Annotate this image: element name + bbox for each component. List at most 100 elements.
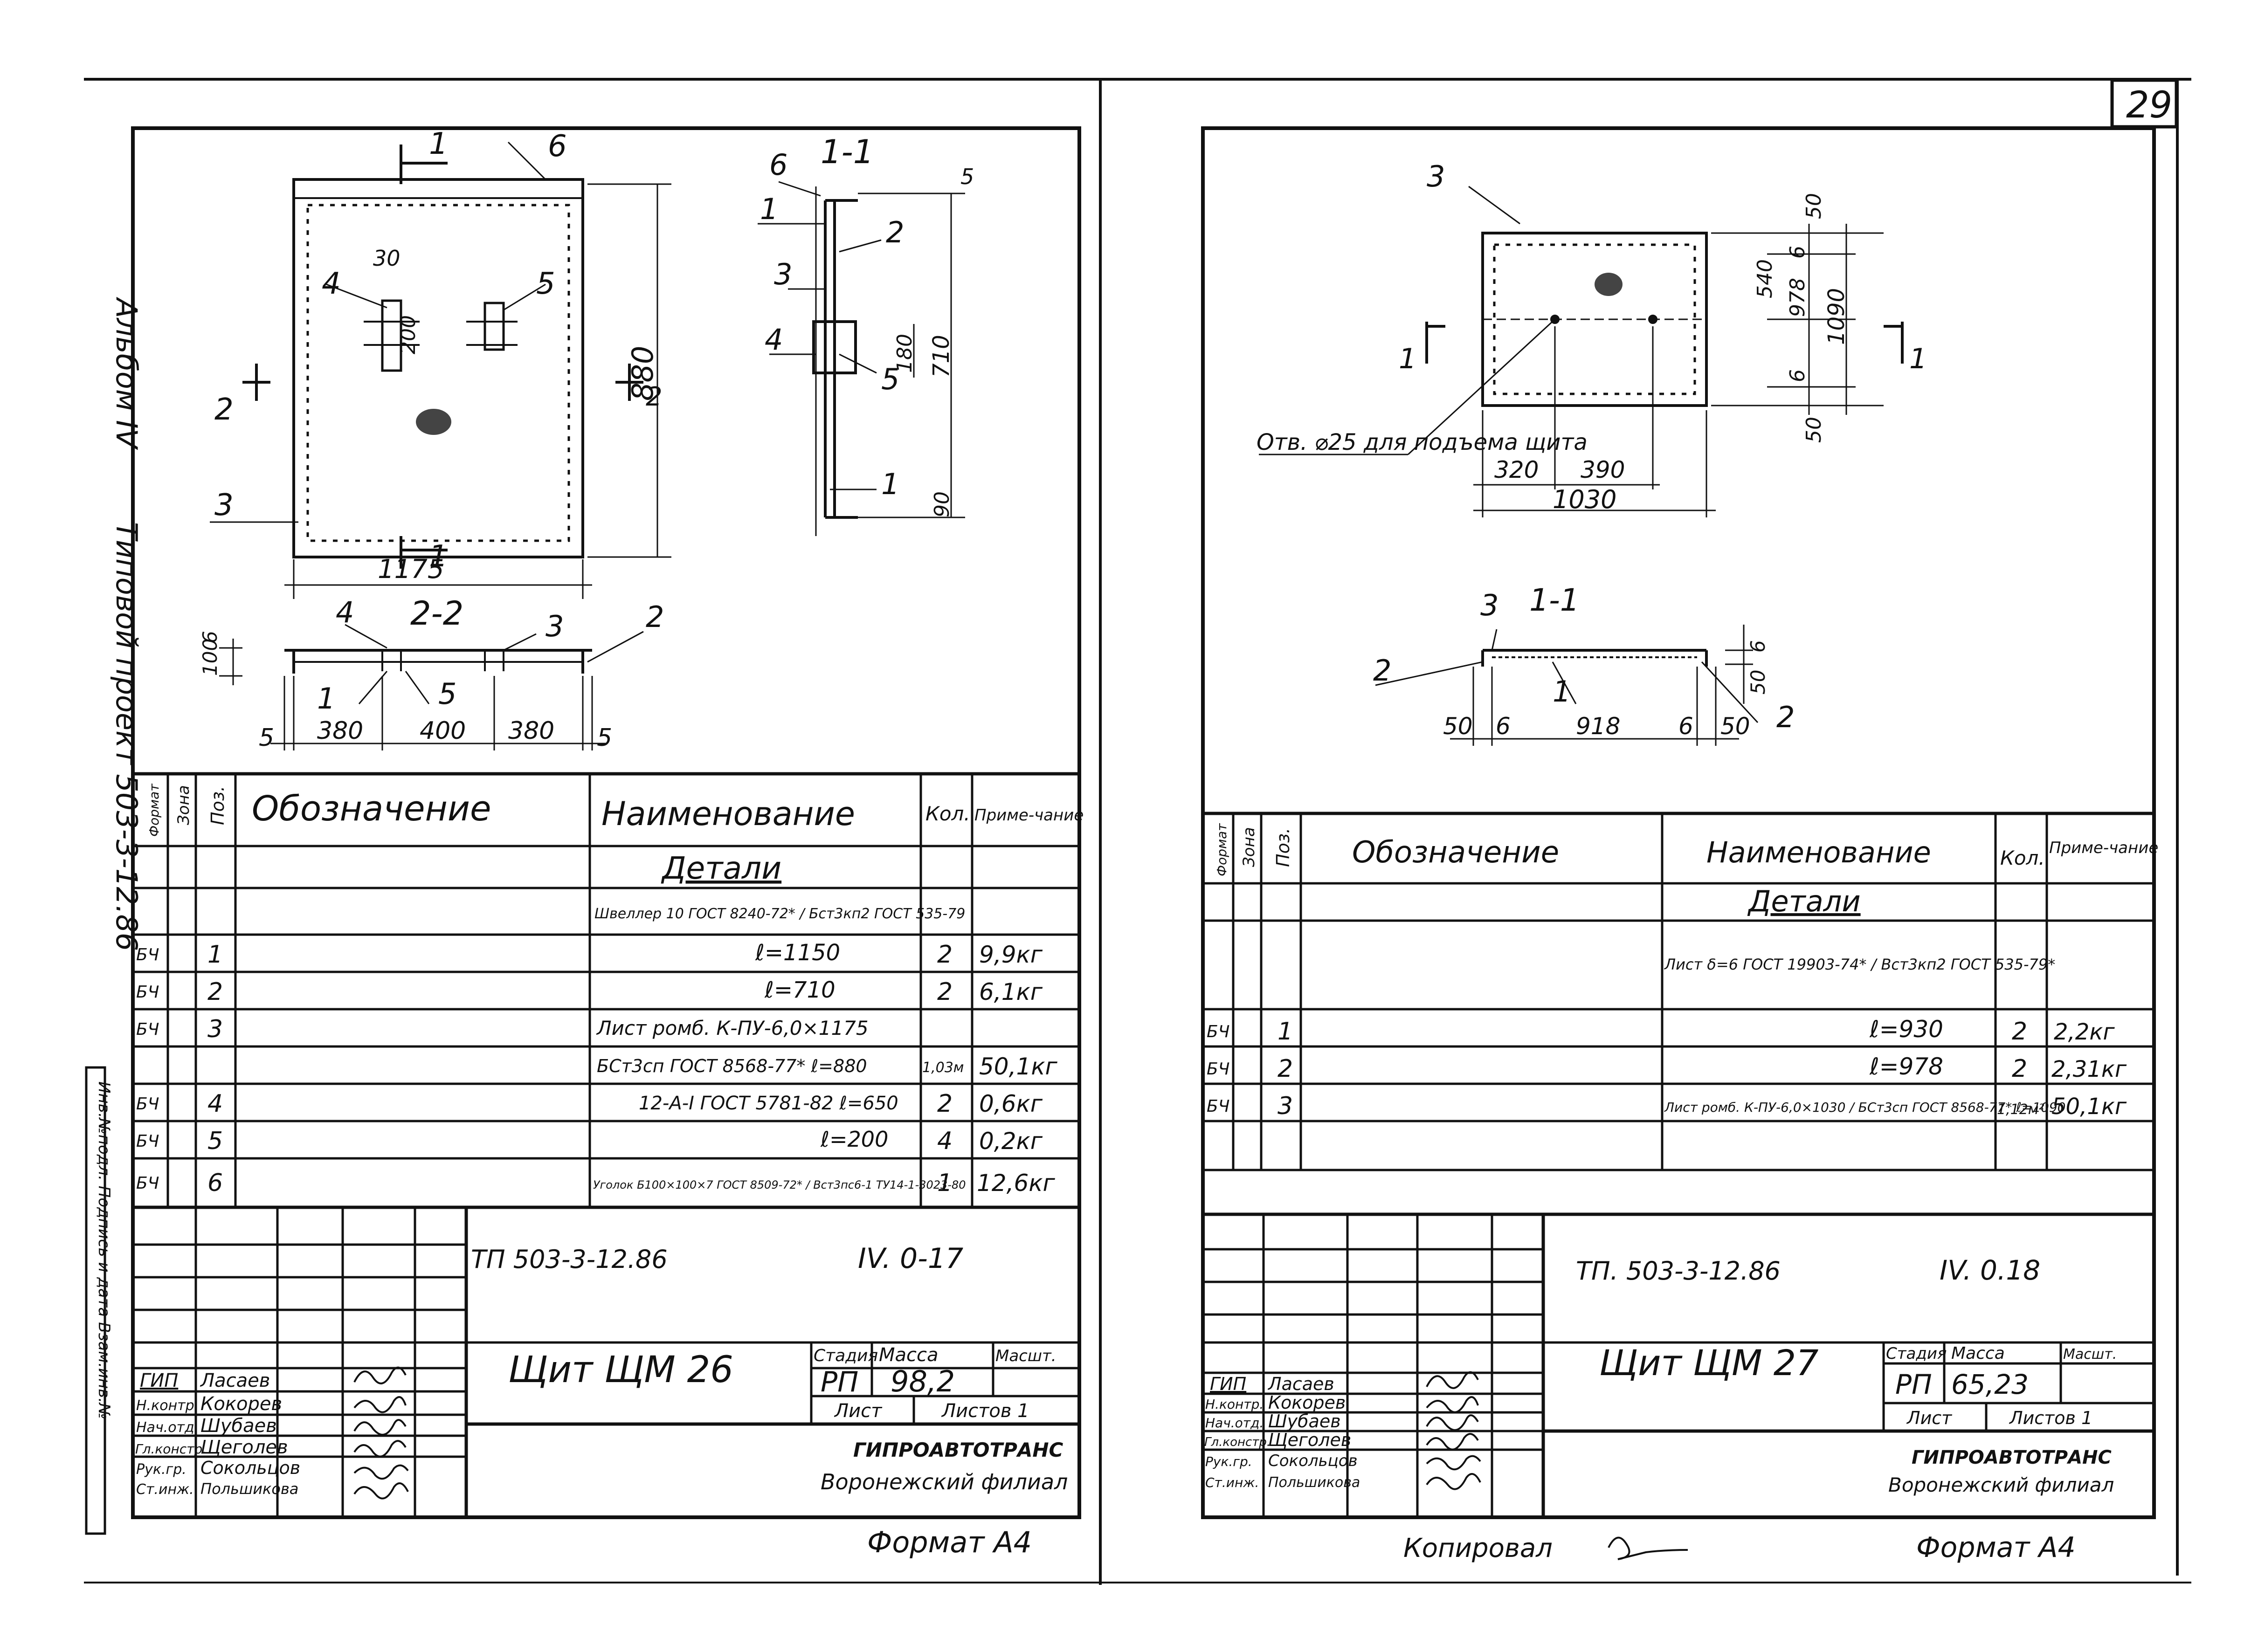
left-row2-pos: 2 <box>207 978 223 1006</box>
left-tb-album-sheet: IV. 0-17 <box>858 1242 963 1275</box>
right-dim-50d: 50 <box>1443 713 1473 740</box>
left-section-2-2-title: 2-2 <box>410 594 463 633</box>
right-tb-role-2: Нач.отд. <box>1205 1415 1264 1431</box>
left-tb-code: ТП 503-3-12.86 <box>471 1245 668 1274</box>
left-cut-1-top: 1 <box>429 127 448 161</box>
right-row2-note: 2,31кг <box>2051 1056 2127 1082</box>
left-sec2-callout-3: 3 <box>546 609 564 643</box>
left-row1-name: ℓ=1150 <box>755 940 840 966</box>
left-row2-name: ℓ=710 <box>764 977 836 1003</box>
left-dim-380a: 380 <box>317 717 363 745</box>
left-hdr-qty: Кол. <box>925 802 970 825</box>
right-tb-label-scale: Масшт. <box>2063 1346 2117 1363</box>
left-section-1-1 <box>758 181 965 536</box>
left-row4-note: 50,1кг <box>979 1053 1058 1080</box>
right-tb-signatures <box>1426 1371 1481 1490</box>
right-drawing: 3 1 1 50 540 978 6 1090 6 50 320 390 103… <box>1257 159 1927 746</box>
right-callout-3-plan: 3 <box>1427 159 1445 193</box>
left-sec1-callout-2: 2 <box>886 215 904 249</box>
right-tb-stage: РП <box>1895 1369 1932 1400</box>
left-hdr-zone: Зона <box>174 785 193 825</box>
left-hdr-note: Приме-чание <box>974 806 1084 825</box>
right-section-1-1-title: 1-1 <box>1529 582 1580 618</box>
right-hdr-qty: Кол. <box>2000 847 2045 869</box>
left-dim-1175: 1175 <box>378 554 444 585</box>
right-copied-label: Копировал <box>1403 1533 1553 1563</box>
right-row0-name: Лист δ=6 ГОСТ 19903-74* / Вст3кп2 ГОСТ 5… <box>1664 956 2055 973</box>
right-dim-50c: 50 <box>1747 670 1769 695</box>
right-tb-album-sheet: IV. 0.18 <box>1940 1254 2040 1286</box>
left-tb-branch: Воронежский филиал <box>821 1469 1068 1494</box>
left-tb-label-mass: Масса <box>879 1344 939 1366</box>
left-tb-stage: РП <box>821 1366 858 1398</box>
left-sec1-callout-3: 3 <box>774 257 792 291</box>
right-plan-view <box>1259 186 1904 517</box>
left-tb-role-3: Гл.констр. <box>135 1441 207 1457</box>
right-spec-table: Формат Зона Поз. Обозначение Наименовани… <box>1203 812 2158 1216</box>
right-sec-callout-2-right: 2 <box>1776 700 1795 734</box>
page-number-box: 29 <box>2110 78 2178 129</box>
left-tb-name-0: Ласаев <box>200 1370 270 1391</box>
left-dim-200: 200 <box>396 315 420 354</box>
left-row1-format: БЧ <box>136 945 159 964</box>
right-row3-name: Лист ромб. К-ПУ-6,0×1030 / БСт3сп ГОСТ 8… <box>1664 1100 2066 1115</box>
left-hdr-format: Формат <box>146 784 162 837</box>
left-dim-380b: 380 <box>508 717 554 745</box>
right-tb-name-3: Щеголев <box>1268 1430 1351 1450</box>
right-dim-978-6: 978 <box>1786 278 1809 317</box>
right-hdr-format: Формат <box>1214 823 1229 876</box>
right-sec-callout-2-left: 2 <box>1373 654 1391 688</box>
left-sec2-callout-5: 5 <box>438 677 456 711</box>
right-dim-320: 320 <box>1494 456 1539 483</box>
right-tb-role-3: Гл.констр. <box>1204 1435 1271 1449</box>
right-sec-callout-1: 1 <box>1553 675 1571 709</box>
right-tb-branch: Воронежский филиал <box>1888 1473 2114 1496</box>
right-title-block: ТП. 503-3-12.86 IV. 0.18 Щит ЩМ 27 Стади… <box>1203 1214 2154 1564</box>
right-hdr-name: Наименование <box>1706 835 1931 869</box>
left-sec1-callout-6: 6 <box>769 148 787 182</box>
left-tb-signatures <box>353 1366 409 1500</box>
right-tb-mass: 65,23 <box>1951 1369 2029 1400</box>
left-row4-qty: 1,03м <box>922 1060 964 1076</box>
left-dim-180: 180 <box>893 334 917 373</box>
left-row5-note: 0,6кг <box>979 1090 1043 1117</box>
side-stamp: Инв.№подл. Подпись и дата Взам.инв.№ <box>95 1081 113 1419</box>
right-row3-note: 50,1кг <box>2051 1094 2127 1120</box>
left-tb-org: ГИПРОАВТОТРАНС <box>853 1439 1063 1461</box>
left-sec2-callout-2: 2 <box>646 600 664 634</box>
right-section-1-1 <box>1375 625 1759 746</box>
right-hdr-designation: Обозначение <box>1352 835 1559 870</box>
right-tb-label-stage: Стадия <box>1886 1344 1947 1363</box>
page-number: 29 <box>2126 84 2172 126</box>
left-dim-30: 30 <box>373 246 401 271</box>
side-album: Альбом IV <box>110 296 144 451</box>
right-hdr-pos: Поз. <box>1273 828 1293 867</box>
left-callout-3-plan: 3 <box>214 488 234 523</box>
left-sec1-callout-1a: 1 <box>760 192 778 226</box>
left-section-1-1-title: 1-1 <box>821 133 874 171</box>
right-tb-title: Щит ЩМ 27 <box>1599 1342 1819 1384</box>
left-sec2-callout-1: 1 <box>317 681 335 716</box>
left-cut-2-left: 2 <box>214 392 234 427</box>
left-sec1-callout-1b: 1 <box>881 467 899 501</box>
left-tb-role-2: Нач.отд. <box>136 1419 199 1436</box>
right-dim-390: 390 <box>1581 456 1625 483</box>
left-row7-qty: 1 <box>937 1169 953 1197</box>
left-cut-2-right: 2 <box>646 382 663 412</box>
right-row1-pos: 1 <box>1277 1018 1293 1046</box>
right-tb-name-4: Сокольцов <box>1268 1452 1358 1470</box>
left-row1-qty: 2 <box>937 941 953 969</box>
left-row4-name: БСт3сп ГОСТ 8568-77* ℓ=880 <box>597 1056 867 1076</box>
left-hdr-name: Наименование <box>601 795 855 833</box>
left-tb-role-0: ГИП <box>140 1370 178 1391</box>
left-row6-pos: 5 <box>207 1127 223 1155</box>
right-dim-6c: 6 <box>1747 640 1769 653</box>
left-tb-name-3: Щеголев <box>200 1437 288 1458</box>
left-tb-name-2: Шубаев <box>200 1415 277 1437</box>
left-dim-880: 880 <box>626 346 660 401</box>
left-row3-pos: 3 <box>207 1015 223 1043</box>
right-section-details: Детали <box>1747 884 1861 918</box>
left-hdr-designation: Обозначение <box>252 789 491 829</box>
right-dim-6d: 6 <box>1496 713 1511 740</box>
